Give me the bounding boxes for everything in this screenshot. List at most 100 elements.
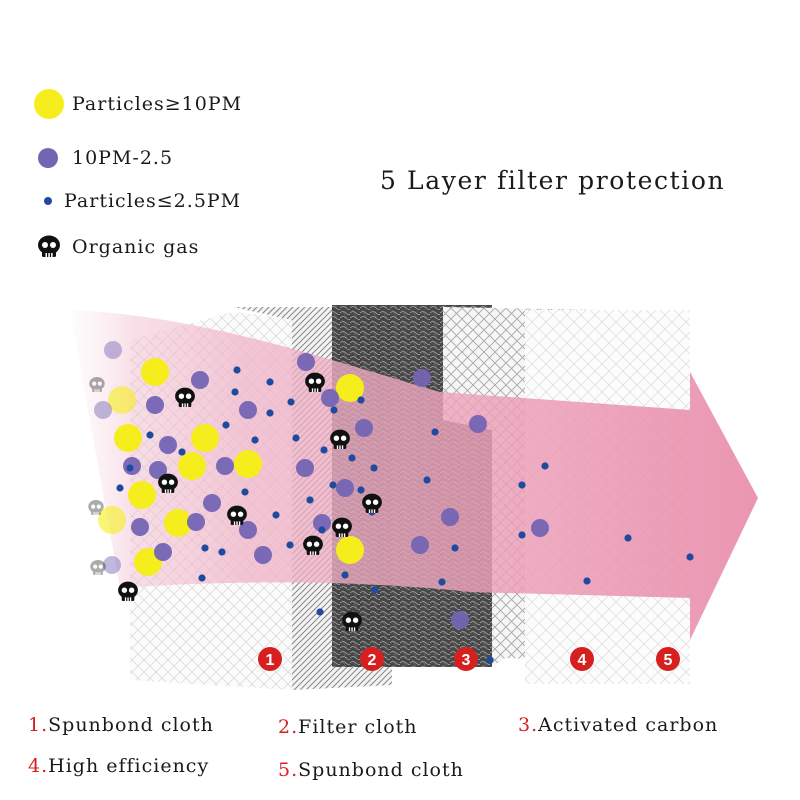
layer-badge-label: 1 (266, 652, 275, 669)
small-particle (451, 544, 459, 552)
large-particle (191, 424, 219, 452)
medium-particle (313, 514, 331, 532)
small-particle (486, 656, 494, 664)
small-particle (357, 396, 365, 404)
organic-gas-skull (227, 505, 247, 525)
medium-particle (296, 459, 314, 477)
medium-particle (104, 341, 122, 359)
caption-layer-4: 4.High efficiency (28, 755, 209, 777)
caption-number: 4. (28, 755, 49, 777)
small-particle (320, 446, 328, 454)
medium-particle (187, 513, 205, 531)
skull-icon (36, 234, 62, 260)
legend-label: 10PM-2.5 (72, 147, 174, 169)
small-particle (286, 541, 294, 549)
small-particle (318, 526, 326, 534)
layer-badge-label: 3 (462, 652, 471, 669)
diagram-title: 5 Layer filter protection (380, 166, 726, 195)
medium-particle (154, 543, 172, 561)
organic-gas-skull (90, 559, 106, 575)
caption-label: Spunbond cloth (298, 759, 464, 781)
layer-badge-label: 5 (664, 652, 673, 669)
filter-layers-diagram: 1 2 3 4 5 (60, 300, 758, 690)
small-particle (198, 574, 206, 582)
medium-particle (355, 419, 373, 437)
large-particle (164, 509, 192, 537)
organic-gas-skull (158, 473, 178, 493)
small-particle (272, 511, 280, 519)
small-particle (438, 578, 446, 586)
small-particle (624, 534, 632, 542)
medium-particle (411, 536, 429, 554)
caption-layer-2: 2.Filter cloth (278, 716, 418, 738)
organic-gas-skull (175, 387, 195, 407)
small-particle (241, 488, 249, 496)
organic-gas-skull (305, 372, 325, 392)
small-particle (329, 481, 337, 489)
medium-particle (239, 521, 257, 539)
small-particle (431, 428, 439, 436)
small-particle (370, 464, 378, 472)
medium-particle (191, 371, 209, 389)
organic-gas-skull (342, 611, 362, 631)
medium-particle (336, 479, 354, 497)
layer-badge-2: 2 (360, 647, 384, 671)
small-particle (423, 476, 431, 484)
caption-number: 3. (518, 714, 539, 736)
legend-item-gas: Organic gas (34, 234, 199, 260)
legend-item-small: Particles≤2.5PM (34, 190, 241, 212)
small-particle (292, 434, 300, 442)
medium-particle (254, 546, 272, 564)
small-particle (357, 486, 365, 494)
layer-badge-4: 4 (570, 647, 594, 671)
medium-particle (321, 389, 339, 407)
small-particle (306, 496, 314, 504)
airflow-arrow (70, 310, 758, 640)
caption-number: 5. (278, 759, 299, 781)
caption-label: Activated carbon (538, 714, 719, 736)
layer-badge-5: 5 (656, 647, 680, 671)
yellow-dot-icon (34, 89, 64, 119)
organic-gas-skull (362, 493, 382, 513)
legend-label: Organic gas (72, 236, 200, 258)
medium-particle (94, 401, 112, 419)
legend-label: Particles≥10PM (72, 93, 243, 115)
small-particle (541, 462, 549, 470)
small-particle (266, 378, 274, 386)
blue-dot-icon (44, 197, 52, 205)
caption-number: 2. (278, 716, 299, 738)
large-particle (234, 450, 262, 478)
large-particle (108, 386, 136, 414)
large-particle (128, 481, 156, 509)
small-particle (218, 548, 226, 556)
large-particle (336, 536, 364, 564)
small-particle (231, 388, 239, 396)
small-particle (116, 484, 124, 492)
medium-particle (149, 461, 167, 479)
large-particle (336, 374, 364, 402)
caption-label: High efficiency (48, 755, 210, 777)
large-particle (114, 424, 142, 452)
layer-badge-label: 4 (578, 652, 587, 669)
medium-particle (103, 556, 121, 574)
small-particle (371, 586, 379, 594)
medium-particle (441, 508, 459, 526)
small-particle (348, 454, 356, 462)
legend-item-large: Particles≥10PM (34, 89, 242, 119)
small-particle (583, 577, 591, 585)
layer-badge-3: 3 (454, 647, 478, 671)
medium-particle (451, 611, 469, 629)
organic-gas-skull (88, 499, 104, 515)
caption-label: Spunbond cloth (48, 714, 214, 736)
medium-particle (413, 369, 431, 387)
small-particle (287, 398, 295, 406)
small-particle (233, 366, 241, 374)
caption-layer-1: 1.Spunbond cloth (28, 714, 214, 736)
purple-dot-icon (38, 148, 58, 168)
legend-item-medium: 10PM-2.5 (34, 147, 173, 169)
large-particle (178, 452, 206, 480)
organic-gas-skull (330, 429, 350, 449)
large-particle (141, 358, 169, 386)
small-particle (341, 571, 349, 579)
small-particle (201, 544, 209, 552)
